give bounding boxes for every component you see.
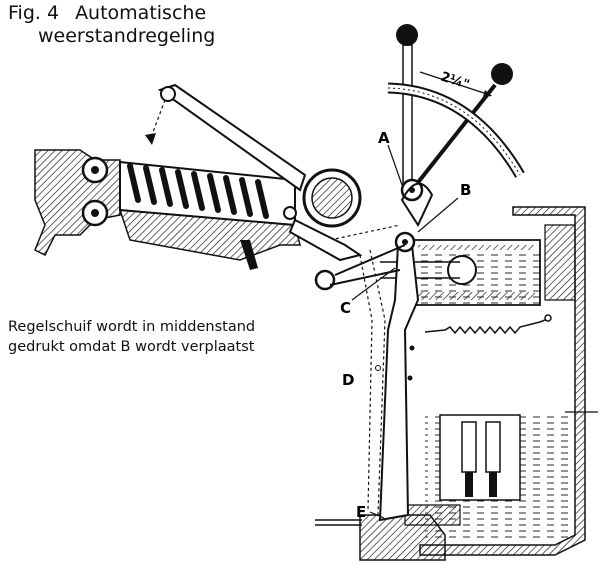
caption-line-1: Regelschuif wordt in middenstand — [8, 319, 256, 335]
spring-mechanism — [34, 83, 363, 270]
leader-c — [351, 267, 396, 301]
leader-e — [369, 511, 385, 519]
angle-label: 2¼" — [439, 70, 471, 93]
label-a: A — [378, 129, 390, 147]
label-d: D — [342, 371, 354, 389]
label-b: B — [460, 181, 471, 199]
label-c: C — [340, 299, 351, 317]
caption-line-2: gedrukt omdat B wordt verplaatst — [8, 338, 255, 355]
title-line-1: Automatische — [75, 2, 207, 24]
lever-d — [359, 244, 420, 522]
figure-title: Fig. 4 Automatische weerstandregeling — [8, 2, 215, 48]
leader-a — [387, 144, 403, 186]
label-e: E — [356, 503, 366, 521]
tension-spring — [424, 314, 552, 335]
caption: Regelschuif wordt in middenstand gedrukt… — [8, 318, 255, 357]
title-line-2: weerstandregeling — [38, 25, 216, 48]
figure-number: Fig. 4 — [8, 2, 60, 24]
water-tank — [419, 206, 598, 556]
float-chamber — [315, 414, 521, 561]
leader-b — [417, 197, 459, 233]
control-lever — [387, 24, 525, 228]
